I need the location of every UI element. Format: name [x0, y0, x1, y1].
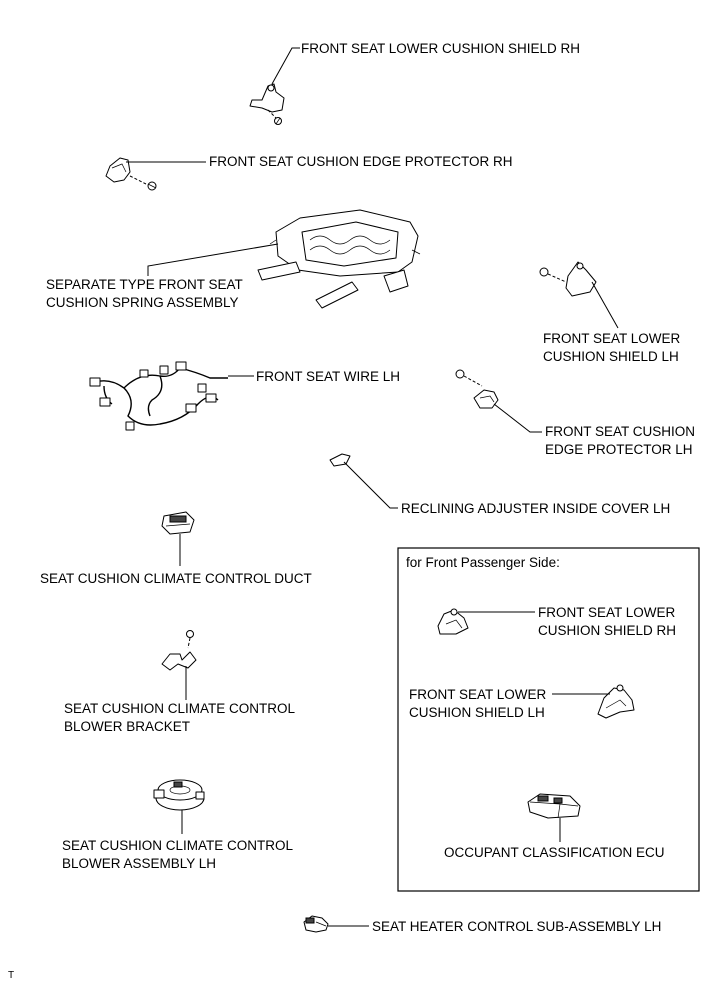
blower-assembly-part	[153, 779, 205, 811]
passenger-shield-rh-label-l1: FRONT SEAT LOWER	[538, 605, 676, 620]
passenger-shield-rh-label-l2: CUSHION SHIELD RH	[538, 623, 676, 638]
lower-shield-lh-label-l1: FRONT SEAT LOWER	[543, 331, 681, 346]
passenger-side-box	[397, 547, 700, 892]
occupant-ecu-label: OCCUPANT CLASSIFICATION ECU	[444, 845, 665, 860]
lower-shield-lh-label-l2: CUSHION SHIELD LH	[543, 349, 679, 364]
corner-mark: T	[8, 970, 14, 981]
passenger-shield-lh-label-l1: FRONT SEAT LOWER	[409, 687, 547, 702]
lower-shield-lh-part	[539, 261, 597, 297]
passenger-box-title: for Front Passenger Side:	[406, 555, 560, 570]
seat-wire-part	[89, 361, 228, 431]
heater-control-label: SEAT HEATER CONTROL SUB-ASSEMBLY LH	[372, 919, 661, 934]
spring-assembly-label-l1: SEPARATE TYPE FRONT SEAT	[46, 277, 243, 292]
blower-bracket-part	[161, 630, 197, 671]
blower-assembly-label-l2: BLOWER ASSEMBLY LH	[62, 856, 216, 871]
climate-duct-label: SEAT CUSHION CLIMATE CONTROL DUCT	[40, 571, 312, 586]
passenger-shield-rh-part	[437, 608, 469, 635]
seat-frame-part	[257, 209, 421, 309]
blower-bracket-label-l1: SEAT CUSHION CLIMATE CONTROL	[64, 701, 296, 716]
spring-assembly-leader	[147, 243, 279, 276]
lower-shield-lh-leader	[591, 281, 619, 329]
reclining-cover-leader	[343, 461, 398, 509]
blower-assembly-label-l1: SEAT CUSHION CLIMATE CONTROL	[62, 838, 294, 853]
lower-shield-rh-label: FRONT SEAT LOWER CUSHION SHIELD RH	[301, 41, 580, 56]
passenger-shield-lh-label-l2: CUSHION SHIELD LH	[409, 705, 545, 720]
edge-protector-rh-label: FRONT SEAT CUSHION EDGE PROTECTOR RH	[209, 154, 513, 169]
edge-protector-lh-label-l1: FRONT SEAT CUSHION	[545, 424, 695, 439]
seat-wire-label: FRONT SEAT WIRE LH	[256, 369, 400, 384]
reclining-cover-label: RECLINING ADJUSTER INSIDE COVER LH	[401, 501, 670, 516]
edge-protector-lh-part	[455, 369, 499, 409]
blower-bracket-label-l2: BLOWER BRACKET	[64, 719, 190, 734]
reclining-cover-part	[329, 453, 351, 467]
heater-control-part	[303, 915, 329, 933]
lower-shield-rh-leader	[271, 47, 300, 85]
edge-protector-lh-label-l2: EDGE PROTECTOR LH	[545, 442, 693, 457]
passenger-shield-lh-part	[597, 684, 635, 719]
spring-assembly-label-l2: CUSHION SPRING ASSEMBLY	[46, 295, 239, 310]
occupant-ecu-part	[527, 793, 581, 819]
lower-shield-rh-part	[249, 83, 285, 125]
climate-duct-part	[161, 511, 195, 535]
edge-protector-rh-part	[105, 157, 157, 191]
edge-protector-lh-leader	[493, 403, 542, 433]
